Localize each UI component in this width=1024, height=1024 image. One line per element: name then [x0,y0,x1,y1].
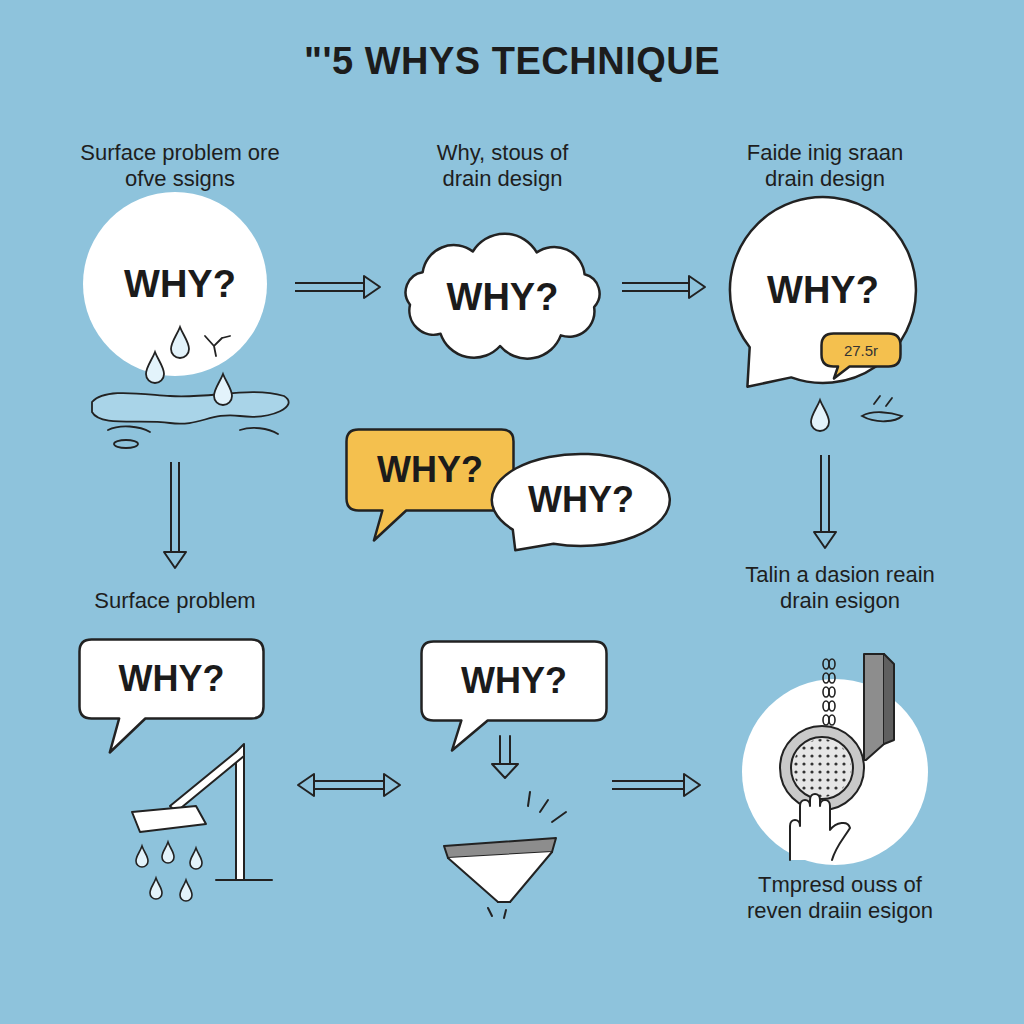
why-node: 27.5r [820,332,902,368]
title: "'5 WHYS TECHNIQUE [0,40,1024,83]
bubble-outline-path [822,334,901,379]
arrow-head [164,552,186,568]
why-node: WHY? Why, stous of drain design [390,140,615,360]
why-text: WHY? [124,263,236,306]
puddle [92,336,289,448]
arrow-head [689,276,705,298]
why-shape: WHY? [78,638,265,720]
why-text: WHY? [528,479,634,521]
arrow-head [814,532,836,548]
why-shape: WHY? [345,428,515,512]
step-heading: Faide inig sraan drain design [725,140,925,193]
drain-plug [780,654,894,860]
why-node: WHY? [420,640,608,722]
bubble-outline-path [730,197,916,387]
step-heading: Surface problem ore ofve ssigns [80,140,280,193]
circle-ground [83,192,267,376]
arrow-shaft [612,781,684,789]
bubble-outline-path [422,642,607,751]
step-heading: Surface problem [65,588,285,614]
why-node: WHY? Faide inig sraan drain design 27.5r [710,140,940,385]
why-shape: WHY? [395,235,610,360]
double-arrow [298,774,400,796]
arrow-shaft [295,283,364,291]
arrow-head [364,276,380,298]
why-node: WHY? Surface problem [60,588,290,720]
why-text: WHY? [119,658,225,700]
double-arrow [164,462,186,568]
arrow-head [298,774,314,796]
why-text: WHY? [767,269,879,312]
step-heading: Talin a dasion reain drain esigon [740,562,940,615]
circle-ground [742,679,928,865]
why-text: 27.5r [844,342,878,359]
splash [862,396,902,421]
double-arrow [814,455,836,548]
arrow-head [684,774,700,796]
why-shape [742,679,928,865]
bubble-outline-path [406,234,600,359]
arrow-shaft [821,455,829,532]
double-arrow [612,774,700,796]
arrow-head [384,774,400,796]
bubble-outline-path [80,640,264,753]
why-shape: WHY? [490,452,672,548]
why-node: WHY? [345,428,515,512]
step-caption: Tmpresd ouss of reven draiin esigon [735,872,945,925]
double-arrow [622,276,705,298]
why-node: WHY? Surface problem ore ofve ssigns [60,140,300,376]
arrow-shaft [171,462,179,552]
water-drop [136,842,202,901]
arrow-shaft [622,283,689,291]
funnel-drain [444,736,566,918]
why-shape: WHY? [88,192,272,376]
why-node: Talin a dasion reain drain esigonTmpresd… [710,562,970,925]
why-node: WHY? [490,452,672,548]
why-shape: WHY? [420,640,608,722]
arrow-shaft [314,781,384,789]
step-heading: Why, stous of drain design [413,140,593,193]
shower [132,744,272,880]
double-arrow [295,276,380,298]
why-text: WHY? [461,660,567,702]
why-text: WHY? [447,276,559,319]
bubble-outline-path [492,454,670,550]
bubble-outline-path [347,430,514,541]
why-text: WHY? [377,449,483,491]
why-shape: 27.5r [820,332,902,368]
